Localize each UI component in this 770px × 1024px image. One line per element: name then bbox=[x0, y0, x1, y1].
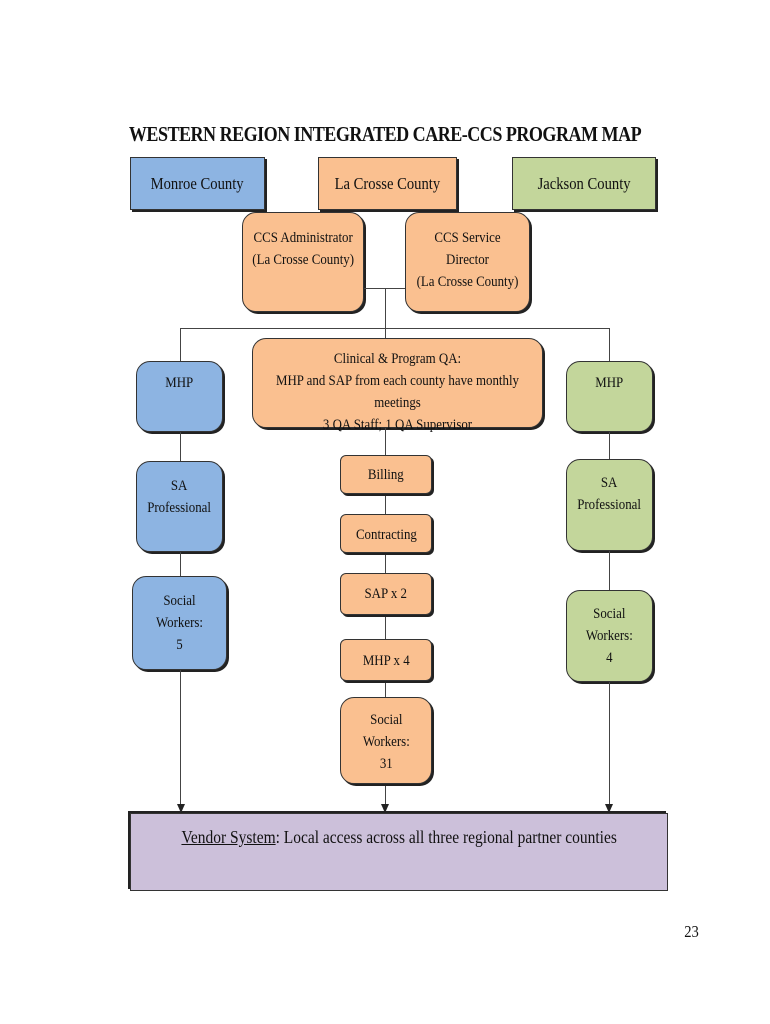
monroe-social-workers-label: Social Workers: 5 bbox=[156, 593, 203, 653]
lacrosse-mhp-box: MHP x 4 bbox=[340, 639, 432, 681]
lacrosse-county-box: La Crosse County bbox=[318, 157, 457, 210]
monroe-social-workers-box: Social Workers: 5 bbox=[132, 576, 227, 670]
monroe-mhp-box: MHP bbox=[136, 361, 223, 432]
connector-left-drop bbox=[180, 328, 181, 364]
page-number: 23 bbox=[684, 922, 699, 941]
contracting-box: Contracting bbox=[340, 514, 432, 553]
arrow-jackson-icon bbox=[605, 804, 613, 813]
monroe-county-label: Monroe County bbox=[150, 173, 244, 193]
vendor-system-description: : Local access across all three regional… bbox=[275, 827, 617, 847]
lacrosse-county-label: La Crosse County bbox=[334, 173, 441, 193]
monroe-sa-box: SA Professional bbox=[136, 461, 223, 552]
lacrosse-mhp-label: MHP x 4 bbox=[362, 653, 410, 669]
ccs-service-director-box: CCS Service Director (La Crosse County) bbox=[405, 212, 530, 312]
jackson-sa-label: SA Professional bbox=[577, 475, 642, 513]
vendor-system-box: Vendor System: Local access across all t… bbox=[130, 813, 668, 891]
clinical-qa-label: Clinical & Program QA: MHP and SAP from … bbox=[275, 351, 520, 433]
vendor-system-text: Vendor System: Local access across all t… bbox=[181, 826, 616, 848]
contracting-label: Contracting bbox=[355, 527, 417, 543]
connector-leadership bbox=[364, 288, 405, 289]
connector-jackson-3 bbox=[609, 682, 610, 804]
connector-horizontal-bus bbox=[180, 328, 610, 329]
jackson-mhp-box: MHP bbox=[566, 361, 653, 432]
billing-box: Billing bbox=[340, 455, 432, 494]
jackson-social-workers-label: Social Workers: 4 bbox=[586, 606, 633, 666]
connector-monroe-3 bbox=[180, 670, 181, 804]
jackson-county-label: Jackson County bbox=[537, 173, 631, 193]
jackson-county-box: Jackson County bbox=[512, 157, 656, 210]
clinical-qa-box: Clinical & Program QA: MHP and SAP from … bbox=[252, 338, 543, 433]
lacrosse-social-workers-box: Social Workers: 31 bbox=[340, 697, 432, 784]
arrow-lacrosse-icon bbox=[381, 804, 389, 813]
connector-jackson-1 bbox=[609, 432, 610, 460]
page-title: WESTERN REGION INTEGRATED CARE-CCS PROGR… bbox=[128, 122, 642, 146]
jackson-social-workers-box: Social Workers: 4 bbox=[566, 590, 653, 682]
monroe-county-box: Monroe County bbox=[130, 157, 265, 210]
sap-box: SAP x 2 bbox=[340, 573, 432, 615]
connector-trunk bbox=[385, 288, 386, 338]
ccs-service-director-label: CCS Service Director (La Crosse County) bbox=[416, 230, 519, 290]
connector-right-drop bbox=[609, 328, 610, 364]
monroe-mhp-label: MHP bbox=[165, 375, 194, 391]
jackson-mhp-label: MHP bbox=[595, 375, 624, 391]
arrow-monroe-icon bbox=[177, 804, 185, 813]
jackson-sa-box: SA Professional bbox=[566, 459, 653, 551]
monroe-sa-label: SA Professional bbox=[147, 478, 212, 516]
connector-monroe-2 bbox=[180, 552, 181, 577]
lacrosse-social-workers-label: Social Workers: 31 bbox=[362, 712, 410, 772]
billing-label: Billing bbox=[368, 467, 404, 483]
ccs-administrator-label: CCS Administrator (La Crosse County) bbox=[252, 230, 354, 268]
ccs-administrator-box: CCS Administrator (La Crosse County) bbox=[242, 212, 364, 312]
connector-jackson-2 bbox=[609, 551, 610, 591]
vendor-system-label: Vendor System bbox=[181, 827, 276, 847]
sap-label: SAP x 2 bbox=[364, 586, 408, 602]
connector-monroe-1 bbox=[180, 432, 181, 461]
